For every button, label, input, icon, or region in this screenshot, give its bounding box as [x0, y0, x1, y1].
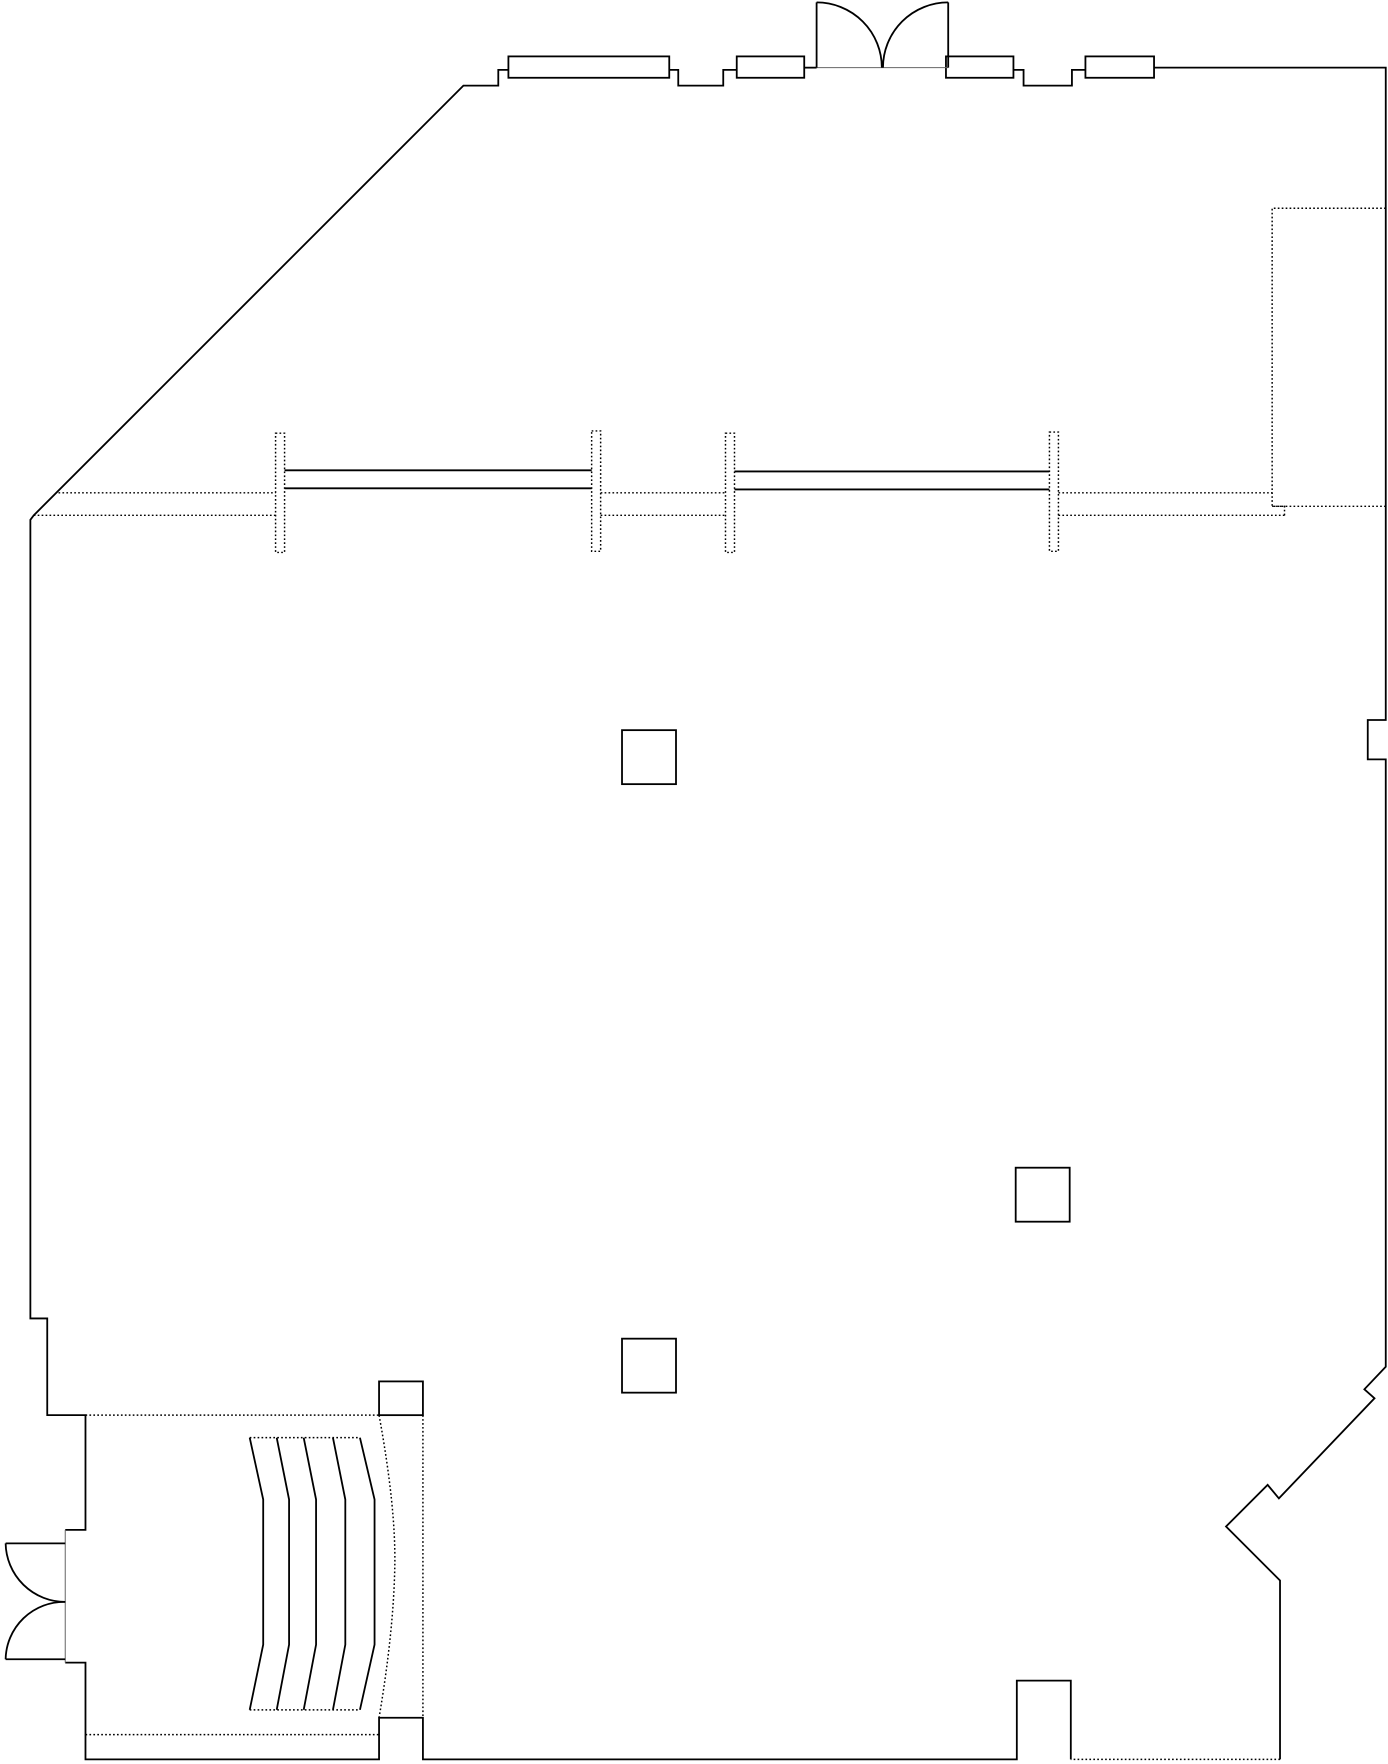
partition-post: [590, 430, 602, 553]
partition-post: [274, 432, 286, 554]
window: [945, 55, 1015, 79]
exterior-wall: [29, 66, 1387, 1761]
stair-step: [275, 1437, 290, 1711]
column: [621, 1337, 677, 1394]
column: [621, 729, 677, 786]
stair-step: [332, 1437, 347, 1711]
columns: [621, 729, 1071, 1394]
window: [507, 55, 671, 79]
stair-step: [302, 1437, 317, 1711]
partition-post: [1048, 431, 1060, 553]
partition-post: [724, 432, 736, 554]
stage-column: [378, 1380, 424, 1417]
main-entrance-double-door[interactable]: [815, 1, 950, 69]
stair-step: [248, 1437, 265, 1711]
stairs: [248, 1436, 376, 1711]
side-entrance-double-door[interactable]: [4, 1529, 66, 1663]
stage-area: [85, 1380, 424, 1736]
movable-partition[interactable]: [33, 430, 1285, 554]
window: [1084, 55, 1155, 79]
stair-step: [359, 1437, 376, 1711]
windows: [507, 55, 1155, 79]
storage-area-outline: [1271, 207, 1386, 516]
window: [735, 55, 806, 79]
column: [1014, 1166, 1071, 1223]
